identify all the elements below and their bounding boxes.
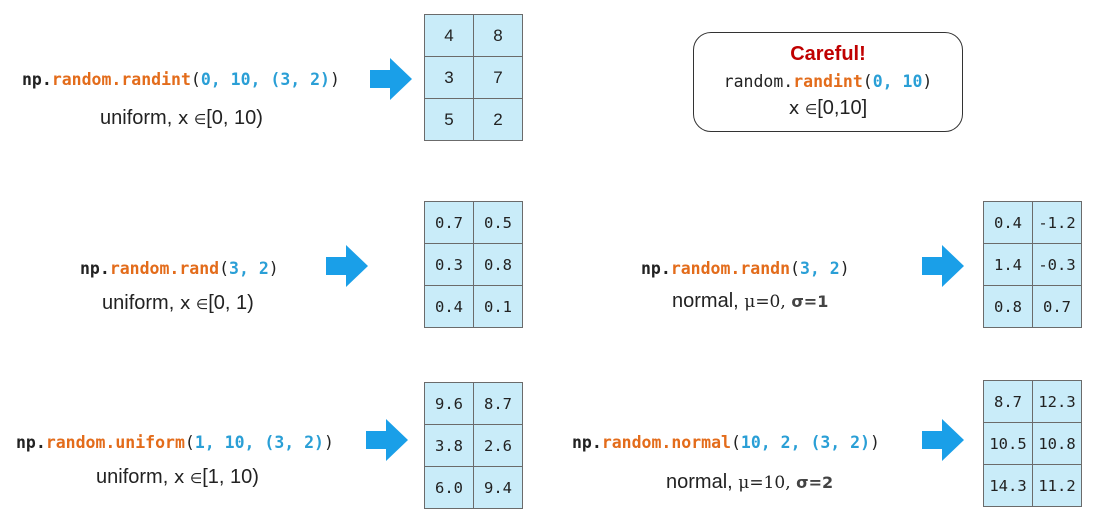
uniform-call: np.random.uniform(1, 10, (3, 2)) [16,433,334,452]
matrix-cell: 10.5 [984,423,1032,464]
rand-description: uniform, x ∈[0, 1) [102,292,254,314]
matrix-cell: 3.8 [425,425,473,466]
randint-description: uniform, x ∈[0, 10) [100,107,263,129]
matrix-cell: 0.1 [474,286,522,327]
matrix-cell: 8.7 [474,383,522,424]
matrix-cell: -1.2 [1033,202,1081,243]
randint-matrix: 4 8 3 7 5 2 [424,14,523,141]
matrix-cell: 4 [425,15,473,56]
right-arrow-icon [326,245,368,287]
matrix-cell: 2 [474,99,522,140]
matrix-cell: 11.2 [1033,465,1081,506]
matrix-cell: 0.7 [1033,286,1081,327]
rand-matrix: 0.7 0.5 0.3 0.8 0.4 0.1 [424,201,523,328]
normal-call: np.random.normal(10, 2, (3, 2)) [572,433,880,452]
matrix-cell: 9.4 [474,467,522,508]
matrix-cell: 0.3 [425,244,473,285]
matrix-cell: 14.3 [984,465,1032,506]
matrix-cell: 6.0 [425,467,473,508]
matrix-cell: -0.3 [1033,244,1081,285]
randn-matrix: 0.4 -1.2 1.4 -0.3 0.8 0.7 [983,201,1082,328]
right-arrow-icon [370,58,412,100]
rand-call: np.random.rand(3, 2) [80,259,279,278]
matrix-cell: 7 [474,57,522,98]
careful-title: Careful! [790,42,866,65]
matrix-cell: 3 [425,57,473,98]
matrix-cell: 12.3 [1033,381,1081,422]
matrix-cell: 8.7 [984,381,1032,422]
matrix-cell: 0.4 [425,286,473,327]
matrix-cell: 0.5 [474,202,522,243]
matrix-cell: 0.8 [984,286,1032,327]
normal-matrix: 8.7 12.3 10.5 10.8 14.3 11.2 [983,380,1082,507]
randn-description: normal, μ=0, σ=1 [672,290,829,312]
normal-description: normal, μ=10, σ=2 [666,471,834,493]
careful-description: x ∈[0,10] [788,96,868,119]
right-arrow-icon [922,245,964,287]
matrix-cell: 0.7 [425,202,473,243]
uniform-matrix: 9.6 8.7 3.8 2.6 6.0 9.4 [424,382,523,509]
right-arrow-icon [922,419,964,461]
matrix-cell: 9.6 [425,383,473,424]
matrix-cell: 0.4 [984,202,1032,243]
matrix-cell: 2.6 [474,425,522,466]
randint-call: np.random.randint(0, 10, (3, 2)) [22,70,340,89]
matrix-cell: 1.4 [984,244,1032,285]
matrix-cell: 0.8 [474,244,522,285]
randn-call: np.random.randn(3, 2) [641,259,850,278]
uniform-description: uniform, x ∈[1, 10) [96,466,259,488]
matrix-cell: 5 [425,99,473,140]
careful-call: random.randint(0, 10) [723,71,933,91]
right-arrow-icon [366,419,408,461]
matrix-cell: 8 [474,15,522,56]
matrix-cell: 10.8 [1033,423,1081,464]
careful-note: Careful! random.randint(0, 10) x ∈[0,10] [693,32,963,132]
